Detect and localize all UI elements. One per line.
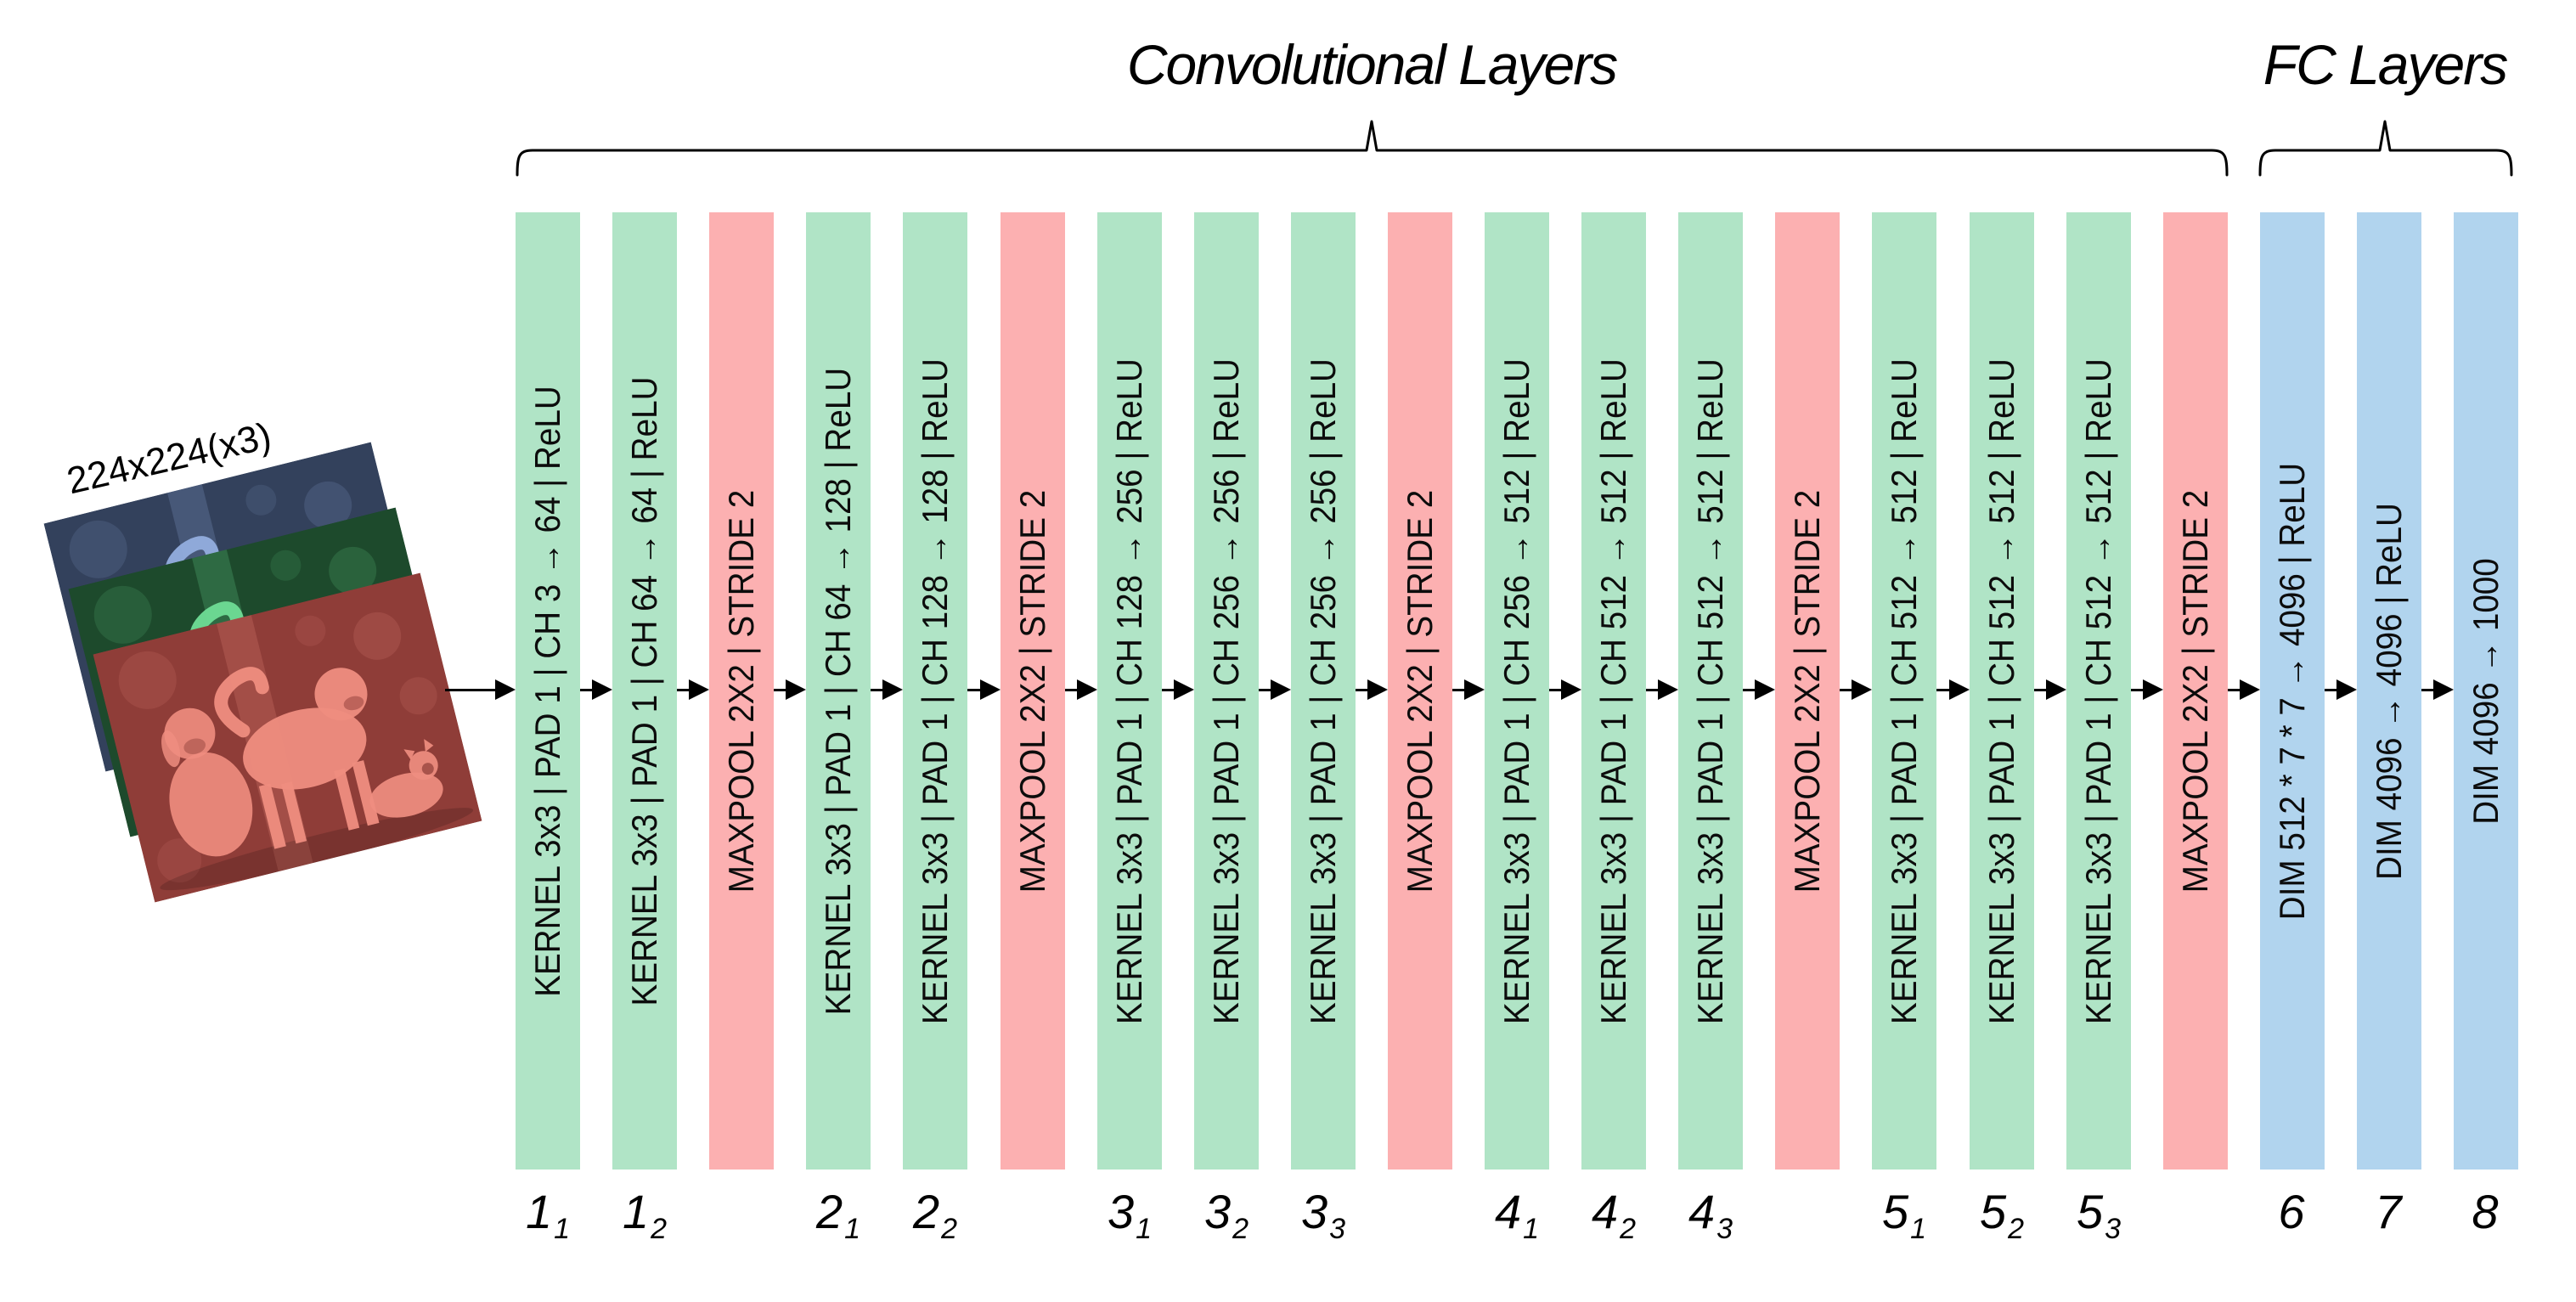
layer-bar-text: KERNEL 3x3 | PAD 1 | CH 3 → 64 | ReLU (527, 385, 567, 997)
conv-layer-bar-3-2: KERNEL 3x3 | PAD 1 | CH 256 → 256 | ReLU (1194, 212, 1259, 1170)
layer-bar-text: MAXPOOL 2X2 | STRIDE 2 (1787, 489, 1827, 893)
layer-index-label-3-1: 31 (1107, 1185, 1153, 1245)
layer-index-label-4-1: 41 (1494, 1185, 1540, 1245)
layer-index-label-8: 8 (2472, 1185, 2499, 1238)
conv-layer-bar-5-2: KERNEL 3x3 | PAD 1 | CH 512 → 512 | ReLU (1970, 212, 2034, 1170)
layer-bar-text: KERNEL 3x3 | PAD 1 | CH 256 → 512 | ReLU (1497, 358, 1536, 1024)
conv-layer-bar-4-2: KERNEL 3x3 | PAD 1 | CH 512 → 512 | ReLU (1581, 212, 1646, 1170)
maxpool-layer-bar-5: MAXPOOL 2X2 | STRIDE 2 (2163, 212, 2228, 1170)
layer-bar-text: KERNEL 3x3 | PAD 1 | CH 128 → 256 | ReLU (1109, 358, 1149, 1024)
layer-bar-text: KERNEL 3x3 | PAD 1 | CH 512 → 512 | ReLU (1593, 358, 1633, 1024)
layer-bar-text: KERNEL 3x3 | PAD 1 | CH 512 → 512 | ReLU (1981, 358, 2021, 1024)
layer-bar-text: DIM 4096 → 4096 | ReLU (2369, 502, 2409, 880)
fc-layer-bar-6: DIM 512 * 7 * 7 → 4096 | ReLU (2260, 212, 2325, 1170)
layer-bar-text: KERNEL 3x3 | PAD 1 | CH 64 → 64 | ReLU (624, 376, 664, 1006)
layer-bar-text: MAXPOOL 2X2 | STRIDE 2 (721, 489, 761, 893)
layer-index-label-4-2: 42 (1591, 1185, 1637, 1245)
layer-index-label-5-1: 51 (1881, 1185, 1927, 1245)
fc-layer-bar-7: DIM 4096 → 4096 | ReLU (2357, 212, 2421, 1170)
conv-layer-bar-4-3: KERNEL 3x3 | PAD 1 | CH 512 → 512 | ReLU (1678, 212, 1743, 1170)
layer-index-label-3-3: 33 (1300, 1185, 1346, 1245)
layer-bar-text: KERNEL 3x3 | PAD 1 | CH 512 → 512 | ReLU (1884, 358, 1924, 1024)
conv-layers-brace (516, 120, 2229, 177)
conv-layer-bar-5-1: KERNEL 3x3 | PAD 1 | CH 512 → 512 | ReLU (1872, 212, 1936, 1170)
conv-layer-bar-1-2: KERNEL 3x3 | PAD 1 | CH 64 → 64 | ReLU (612, 212, 677, 1170)
conv-layer-bar-3-1: KERNEL 3x3 | PAD 1 | CH 128 → 256 | ReLU (1097, 212, 1162, 1170)
layer-bar-text: MAXPOOL 2X2 | STRIDE 2 (1400, 489, 1440, 893)
maxpool-layer-bar-2: MAXPOOL 2X2 | STRIDE 2 (1001, 212, 1065, 1170)
fc-layers-title: FC Layers (2263, 33, 2508, 96)
fc-layer-bar-8: DIM 4096 → 1000 (2454, 212, 2518, 1170)
layer-index-label-1-1: 11 (525, 1185, 571, 1245)
conv-layer-bar-2-2: KERNEL 3x3 | PAD 1 | CH 128 → 128 | ReLU (903, 212, 967, 1170)
layer-bar-text: MAXPOOL 2X2 | STRIDE 2 (1012, 489, 1052, 893)
layer-index-label-2-2: 22 (912, 1185, 958, 1245)
layer-bar-text: KERNEL 3x3 | PAD 1 | CH 512 → 512 | ReLU (2078, 358, 2118, 1024)
layer-bar-text: KERNEL 3x3 | PAD 1 | CH 256 → 256 | ReLU (1206, 358, 1246, 1024)
layer-index-label-6: 6 (2278, 1185, 2305, 1238)
conv-layer-bar-5-3: KERNEL 3x3 | PAD 1 | CH 512 → 512 | ReLU (2066, 212, 2131, 1170)
layer-bar-text: KERNEL 3x3 | PAD 1 | CH 64 → 128 | ReLU (818, 367, 858, 1015)
conv-layer-bar-4-1: KERNEL 3x3 | PAD 1 | CH 256 → 512 | ReLU (1485, 212, 1549, 1170)
conv-layer-bar-2-1: KERNEL 3x3 | PAD 1 | CH 64 → 128 | ReLU (806, 212, 871, 1170)
conv-layer-bar-3-3: KERNEL 3x3 | PAD 1 | CH 256 → 256 | ReLU (1291, 212, 1356, 1170)
layer-index-label-5-2: 52 (1979, 1185, 2025, 1245)
layer-bar-text: KERNEL 3x3 | PAD 1 | CH 128 → 128 | ReLU (915, 358, 955, 1024)
layer-index-label-1-2: 12 (622, 1185, 668, 1245)
conv-layer-bar-1-1: KERNEL 3x3 | PAD 1 | CH 3 → 64 | ReLU (516, 212, 580, 1170)
layer-bar-text: MAXPOOL 2X2 | STRIDE 2 (2175, 489, 2215, 893)
layer-bar-text: KERNEL 3x3 | PAD 1 | CH 512 → 512 | ReLU (1690, 358, 1730, 1024)
layer-index-label-7: 7 (2375, 1185, 2402, 1238)
conv-layers-title: Convolutional Layers (1126, 33, 1618, 96)
fc-layers-brace (2258, 120, 2513, 177)
layer-index-label-4-3: 43 (1688, 1185, 1733, 1245)
maxpool-layer-bar-4: MAXPOOL 2X2 | STRIDE 2 (1775, 212, 1840, 1170)
layer-bar-text: KERNEL 3x3 | PAD 1 | CH 256 → 256 | ReLU (1303, 358, 1343, 1024)
layer-index-label-2-1: 21 (815, 1185, 861, 1245)
maxpool-layer-bar-1: MAXPOOL 2X2 | STRIDE 2 (709, 212, 774, 1170)
layer-index-label-5-3: 53 (2076, 1185, 2122, 1245)
layer-bar-text: DIM 512 * 7 * 7 → 4096 | ReLU (2272, 462, 2312, 920)
layer-index-label-3-2: 32 (1203, 1185, 1249, 1245)
maxpool-layer-bar-3: MAXPOOL 2X2 | STRIDE 2 (1388, 212, 1452, 1170)
layer-bar-text: DIM 4096 → 1000 (2466, 557, 2506, 825)
